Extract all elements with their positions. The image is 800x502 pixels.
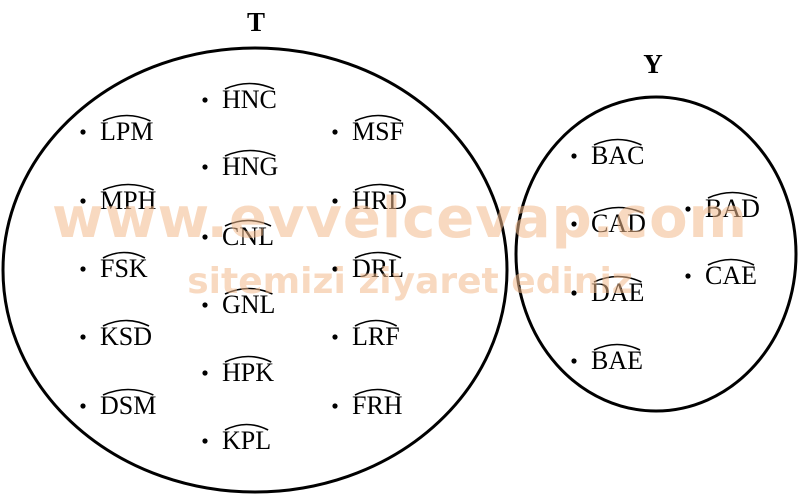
watermark: www.evvelcevap.com sitemizi ziyaret edin… [52, 186, 748, 302]
angle-arc-symbol [102, 251, 146, 259]
set-y-label: Y [643, 49, 663, 79]
angle-arc-symbol [354, 388, 401, 396]
set-elements: HNC LPM MSF HNG MPH HRD CNL FSK DRL GNL KSD LRF HPK D… [80, 82, 760, 455]
set-element: KPL [202, 423, 271, 455]
angle-label: HNC [222, 85, 277, 114]
angle-label: CAD [591, 209, 646, 238]
angle-label: KPL [222, 426, 271, 455]
set-element: BAC [571, 138, 644, 170]
angle-label: BAE [591, 346, 643, 375]
set-element: BAD [685, 191, 760, 223]
bullet-dot [80, 403, 86, 409]
angle-arc-symbol [593, 343, 641, 351]
bullet-dot [332, 403, 338, 409]
set-element: CNL [202, 219, 274, 251]
set-element: DSM [80, 388, 156, 420]
bullet-dot [571, 153, 577, 159]
set-element: MPH [80, 183, 157, 215]
set-element: HPK [202, 355, 274, 387]
angle-label: HRD [352, 186, 407, 215]
bullet-dot [202, 302, 208, 308]
angle-arc-symbol [224, 219, 272, 227]
bullet-dot [202, 97, 208, 103]
bullet-dot [571, 290, 577, 296]
angle-arc-symbol [102, 183, 154, 191]
bullet-dot [332, 266, 338, 272]
angle-arc-symbol [224, 287, 273, 295]
watermark-main: www.evvelcevap.com [52, 186, 748, 251]
angle-arc-symbol [354, 183, 405, 191]
bullet-dot [202, 438, 208, 444]
angle-label: CAE [705, 261, 757, 290]
angle-label: FRH [352, 391, 403, 420]
angle-label: DAE [591, 278, 644, 307]
set-element: GNL [202, 287, 275, 319]
bullet-dot [80, 198, 86, 204]
angle-label: GNL [222, 290, 275, 319]
set-t-circle [1, 46, 509, 494]
bullet-dot [571, 358, 577, 364]
set-t-label: T [247, 7, 265, 37]
angle-arc-symbol [707, 258, 755, 266]
bullet-dot [80, 129, 86, 135]
set-element: KSD [80, 319, 152, 351]
angle-label: BAD [705, 194, 760, 223]
set-element: BAE [571, 343, 643, 375]
angle-arc-symbol [593, 206, 644, 214]
set-element: MSF [332, 114, 404, 146]
set-element: DAE [571, 275, 644, 307]
watermark-sub: sitemizi ziyaret ediniz [187, 261, 632, 302]
bullet-dot [202, 370, 208, 376]
angle-label: KSD [100, 322, 152, 351]
angle-arc-symbol [593, 138, 642, 146]
angle-arc-symbol [224, 149, 276, 157]
angle-label: LPM [100, 117, 153, 146]
bullet-dot [685, 206, 691, 212]
angle-label: HPK [222, 358, 274, 387]
set-y-circle [514, 95, 798, 413]
bullet-dot [80, 334, 86, 340]
angle-arc-symbol [354, 251, 402, 259]
angle-label: BAC [591, 141, 644, 170]
angle-label: MPH [100, 186, 157, 215]
set-element: CAD [571, 206, 646, 238]
angle-label: DRL [352, 254, 404, 283]
set-element: FSK [80, 251, 148, 283]
angle-label: HNG [222, 152, 278, 181]
bullet-dot [332, 334, 338, 340]
angle-arc-symbol [707, 191, 758, 199]
angle-label: CNL [222, 222, 274, 251]
set-element: DRL [332, 251, 404, 283]
angle-arc-symbol [354, 114, 402, 122]
angle-arc-symbol [224, 355, 272, 363]
angle-arc-symbol [224, 82, 275, 90]
angle-arc-symbol [354, 319, 398, 327]
bullet-dot [332, 198, 338, 204]
bullet-dot [80, 266, 86, 272]
angle-arc-symbol [224, 423, 269, 431]
set-element: LPM [80, 114, 153, 146]
bullet-dot [332, 129, 338, 135]
angle-label: MSF [352, 117, 404, 146]
set-element: CAE [685, 258, 757, 290]
bullet-dot [202, 164, 208, 170]
angle-arc-symbol [593, 275, 642, 283]
bullet-dot [202, 234, 208, 240]
bullet-dot [571, 221, 577, 227]
angle-label: DSM [100, 391, 156, 420]
angle-arc-symbol [102, 114, 151, 122]
angle-arc-symbol [102, 319, 150, 327]
angle-label: LRF [352, 322, 400, 351]
set-element: HNC [202, 82, 277, 114]
angle-arc-symbol [102, 388, 154, 396]
set-element: HRD [332, 183, 407, 215]
set-element: FRH [332, 388, 403, 420]
angle-label: FSK [100, 254, 148, 283]
set-element: HNG [202, 149, 278, 181]
set-element: LRF [332, 319, 400, 351]
bullet-dot [685, 273, 691, 279]
